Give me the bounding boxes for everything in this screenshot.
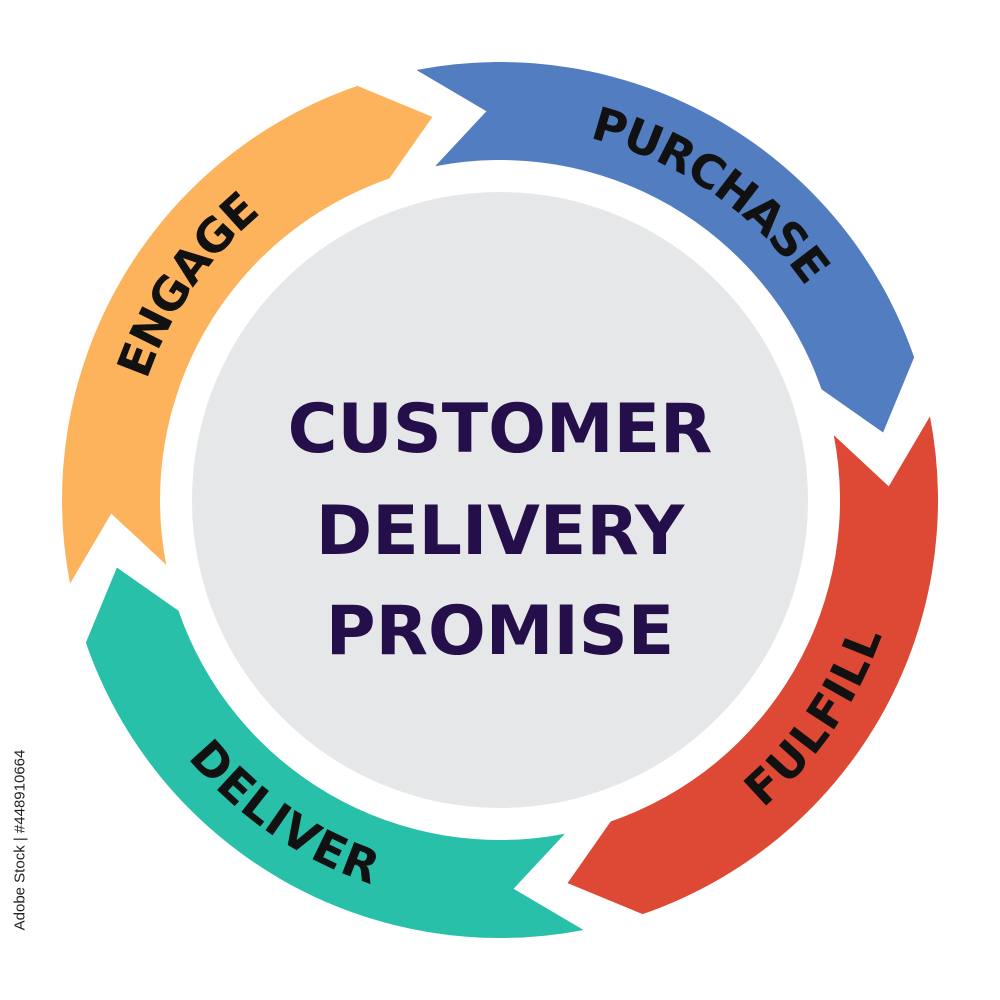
center-title-line-2: DELIVERY bbox=[316, 492, 685, 571]
stock-id-text: Adobe Stock | #448910664 bbox=[11, 749, 29, 931]
engage-arrow-segment bbox=[62, 85, 433, 584]
center-title-line-1: CUSTOMER bbox=[288, 390, 713, 469]
purchase-arrow-segment bbox=[416, 62, 915, 433]
stock-id-watermark: Adobe Stock | #448910664 bbox=[10, 750, 30, 931]
fulfill-arrow-segment bbox=[567, 416, 938, 915]
deliver-arrow-segment bbox=[85, 567, 584, 938]
center-title-line-3: PROMISE bbox=[326, 592, 674, 671]
center-circle bbox=[192, 192, 808, 808]
